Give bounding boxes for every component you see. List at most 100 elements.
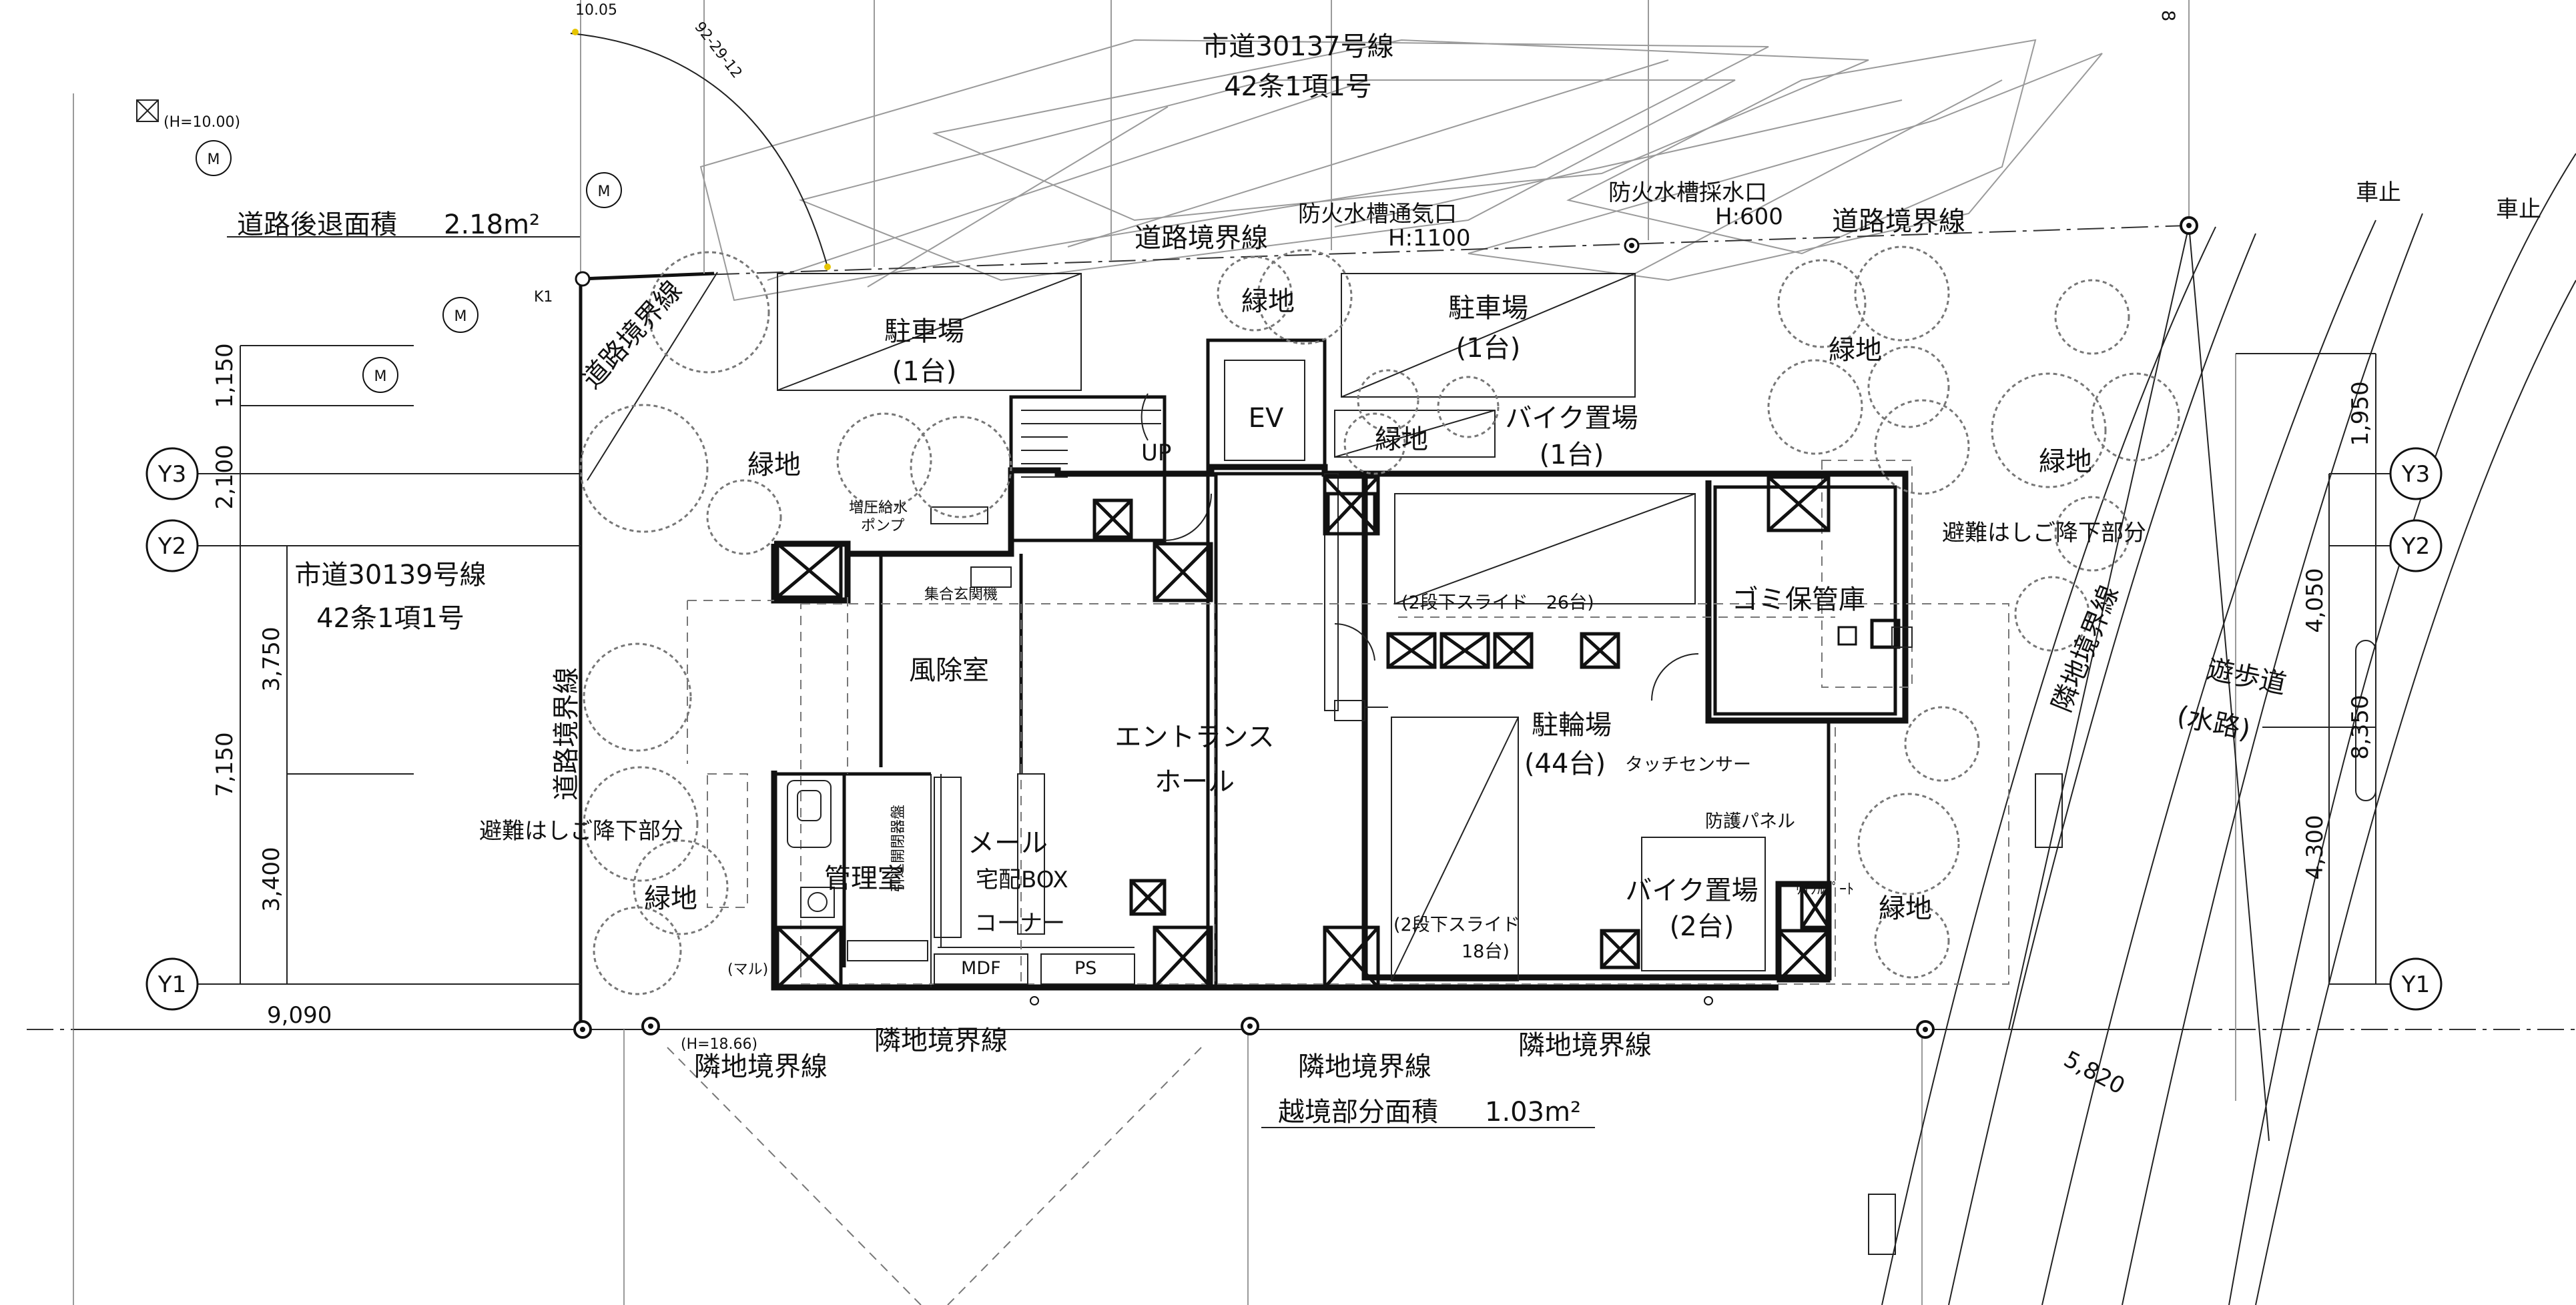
interior-dashed [687, 460, 2009, 985]
pump-label-2: ポンプ [861, 518, 904, 534]
touch-sensor: タッチセンサー [1625, 755, 1751, 775]
bike-parking-label-2: バイク置場 [1625, 875, 1758, 906]
neighbor-boundary-1: 隣地境界線 [874, 1025, 1008, 1056]
manhole-label-1: M [208, 151, 220, 168]
parking-label-1: 駐車場 [884, 316, 964, 347]
ps-label: PS [1074, 958, 1096, 979]
ev-label: EV [1249, 403, 1284, 434]
green-area-1: 緑地 [747, 450, 801, 480]
grid-y2-right: Y2 [2401, 533, 2430, 560]
boundary-arc [570, 33, 828, 268]
dim-5820: 5,820 [2059, 1046, 2130, 1100]
neighbor-boundary-3: 隣地境界線 [1298, 1051, 1431, 1082]
intercom-label: 集合玄関機 [924, 586, 998, 603]
fire-intake-height: H:600 [1715, 203, 1783, 230]
green-area-4: 緑地 [1829, 335, 1882, 366]
east-dimension-lines [2188, 225, 2416, 1142]
overlap-area-label: 越境部分面積 [1278, 1097, 1438, 1128]
bicycle-slide-18-b: 18台) [1462, 941, 1510, 962]
manhole-label-4: M [374, 368, 387, 385]
switchboard-label: 引込開閉器盤 [890, 805, 907, 893]
road-boundary-west: 道路境界線 [551, 667, 582, 801]
grid-y3-right: Y3 [2401, 461, 2430, 488]
road-west-law: 42条1項1号 [316, 603, 464, 634]
road-setback-area-value: 2.18m² [444, 209, 540, 240]
survey-points [573, 216, 2198, 1039]
structural-columns [775, 475, 1901, 989]
sidewalk-curves [1881, 153, 2576, 1305]
north-parking-spaces [777, 273, 1636, 458]
stair-treads [1021, 410, 1161, 478]
road-boundary-northeast: 道路境界線 [1832, 206, 1965, 237]
mail-label: メール [968, 828, 1048, 859]
grid-y2-left: Y2 [157, 533, 186, 560]
neighbor-boundary-4: 隣地境界線 [1518, 1030, 1652, 1061]
green-area-2: 緑地 [1241, 286, 1295, 317]
dim-4300: 4,300 [2302, 815, 2328, 879]
car-stop-1: 車止 [2356, 179, 2401, 206]
neighbor-boundary-2: 隣地境界線 [694, 1051, 828, 1082]
waterway-label: (水路) [2174, 701, 2253, 746]
bike-kit-label: ｻｲｸﾙﾎﾟｰﾄ [1795, 881, 1854, 898]
escape-ladder-west: 避難はしご降下部分 [479, 818, 683, 845]
dim-7150: 7,150 [212, 732, 238, 797]
manhole-label-3: M [454, 308, 467, 325]
bicycle-parking-outlines [1391, 493, 1766, 981]
dim-3750: 3,750 [258, 626, 285, 691]
bike-parking-count-1: (1台) [1540, 440, 1604, 470]
parking-count-2: (1台) [1456, 333, 1521, 364]
parking-count-1: (1台) [892, 356, 957, 387]
bicycle-count: (44台) [1524, 749, 1606, 779]
green-area-7: 緑地 [1879, 893, 1932, 924]
tree-symbols [579, 246, 2180, 995]
entrance-hall-2: ホール [1155, 767, 1235, 797]
fire-vent-label: 防火水槽通気口 [1298, 201, 1457, 228]
dim-1950: 1,950 [2347, 381, 2374, 446]
stair-up-label: UP [1141, 440, 1171, 466]
escape-ladder-east: 避難はしご降下部分 [1942, 520, 2146, 546]
arc-point [572, 29, 579, 35]
dim-1150: 1,150 [212, 343, 238, 408]
road-setback-area-label: 道路後退面積 [237, 209, 397, 240]
edge-mark: 8 [2158, 10, 2178, 21]
dim-9090: 9,090 [267, 1002, 332, 1029]
grid-bubbles [145, 447, 2443, 1011]
management-room-fixtures [787, 773, 1135, 985]
grid-y3-left: Y3 [157, 461, 186, 488]
bm-height-2: (H=18.66) [681, 1036, 757, 1053]
dim-8350: 8,350 [2347, 695, 2374, 759]
bicycle-slide-26: (2段下スライド 26台) [1401, 592, 1594, 613]
road-north-law: 42条1項1号 [1224, 71, 1372, 102]
garbage-sink [1891, 626, 1913, 648]
arc-angle: 92-29-12 [691, 19, 745, 81]
green-area-6: 緑地 [644, 883, 697, 914]
bike-parking-count-2: (2台) [1670, 911, 1734, 942]
garbage-room-vent-icon [1837, 626, 1857, 646]
small-dimension: 10.05 [575, 2, 617, 19]
pump-label-1: 増圧給水 [849, 500, 908, 516]
fire-intake-label: 防火水槽採水口 [1608, 179, 1767, 206]
green-area-3: 緑地 [1375, 424, 1428, 455]
bicycle-parking: 駐輪場 [1532, 710, 1612, 741]
management-room: 管理室 [824, 863, 904, 894]
grid-lines [73, 0, 2236, 1305]
grid-y1-left: Y1 [157, 971, 186, 998]
delivery-box-label: 宅配BOX [976, 867, 1068, 893]
dim-3400: 3,400 [258, 847, 285, 911]
road-north-name: 市道30137号線 [1202, 31, 1393, 62]
mdf-label: MDF [961, 958, 1001, 979]
corner-unit [1334, 700, 1365, 721]
manhole-symbols [196, 140, 622, 393]
arc-point-2 [824, 264, 831, 270]
road-west-name: 市道30139号線 [294, 560, 486, 590]
bike-parking-label-1: バイク置場 [1505, 403, 1638, 434]
road-boundary-corner: 道路境界線 [576, 275, 688, 394]
green-area-5: 緑地 [2039, 446, 2092, 477]
guard-panel: 防護パネル [1705, 811, 1795, 832]
booster-pump-unit [930, 506, 988, 524]
corner-label: コーナー [974, 910, 1065, 937]
grid-y1-right: Y1 [2401, 971, 2430, 998]
south-neighbor-lines [667, 1047, 1202, 1305]
dim-4050: 4,050 [2302, 568, 2328, 632]
